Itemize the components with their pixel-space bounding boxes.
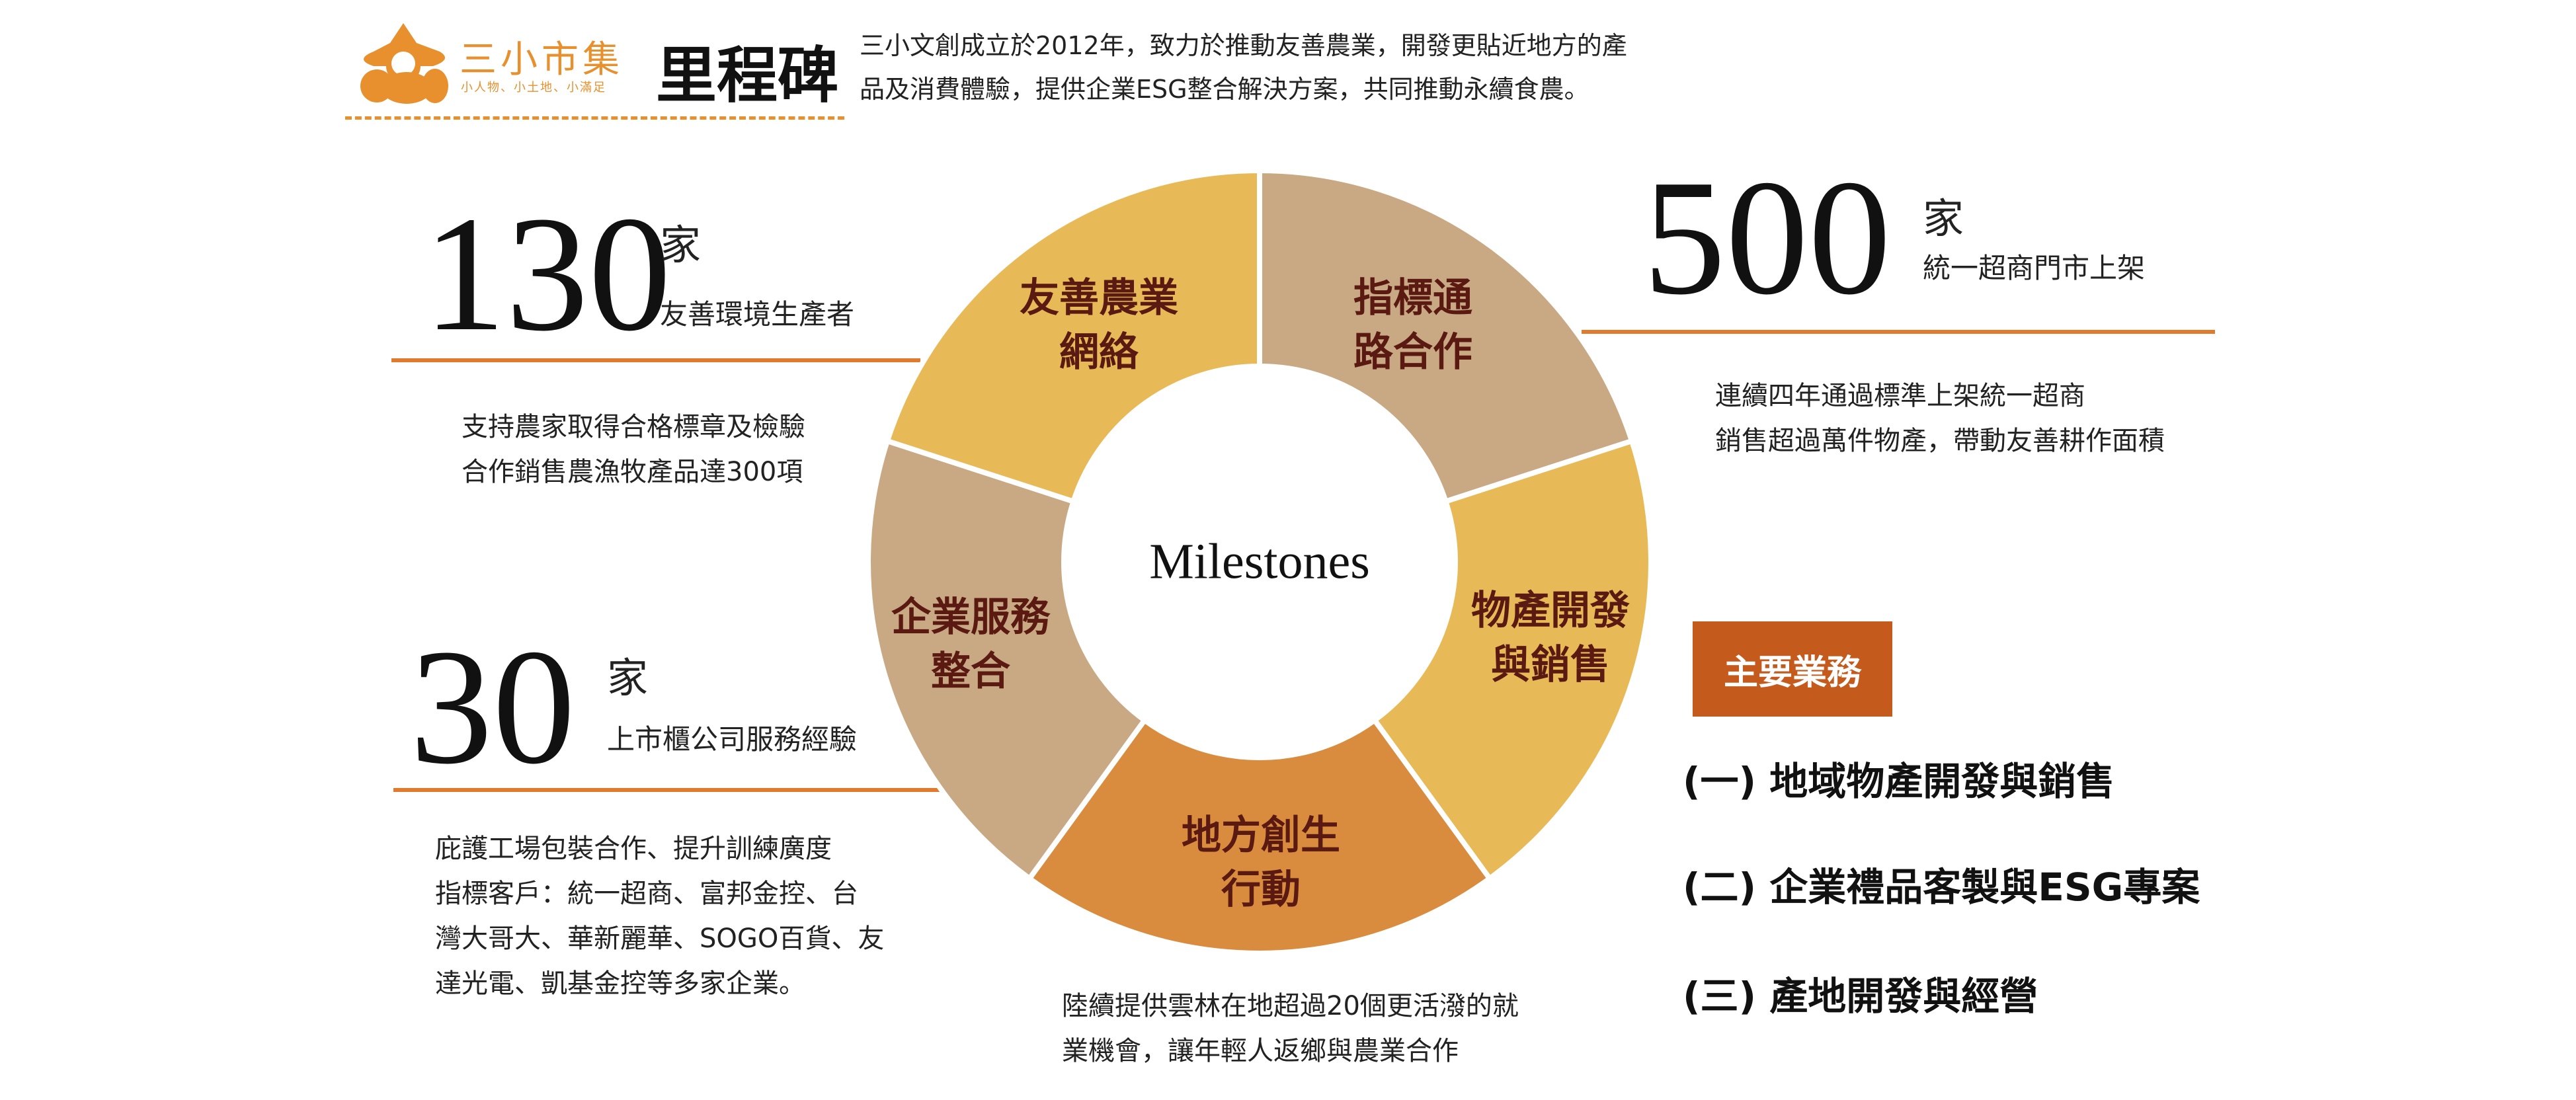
stat-divider	[1582, 330, 2215, 334]
donut-segment	[883, 167, 1262, 505]
brand-name: 三小市集	[460, 38, 624, 81]
stat-detail: 支持農家取得合格標章及檢驗 合作銷售農漁牧產品達300項	[462, 412, 805, 487]
donut-segment	[1371, 438, 1654, 883]
business-item: (二) 企業禮品客製與ESG專案	[1683, 865, 2200, 910]
segment-label: 物產開發 與銷售	[1471, 588, 1630, 688]
business-item: (一) 地域物產開發與銷售	[1683, 759, 2115, 804]
stat-number: 30	[410, 615, 575, 799]
segment-label: 指標通 路合作	[1353, 275, 1472, 375]
stat-divider	[391, 358, 920, 362]
stat-detail: 連續四年通過標準上架統一超商 銷售超過萬件物產，帶動友善耕作面積	[1715, 381, 2165, 456]
page-title: 里程碑	[656, 40, 839, 111]
stat-number: 500	[1643, 146, 1891, 329]
stat-caption: 友善環境生產者	[660, 298, 855, 331]
stat-unit: 家	[1923, 194, 1964, 243]
business-badge: 主要業務	[1693, 621, 1892, 717]
segment-label: 地方創生 行動	[1182, 812, 1340, 913]
header-dotted-divider	[345, 116, 844, 120]
segment-label: 企業服務 整合	[891, 594, 1050, 695]
donut-bottom-detail: 陸續提供雲林在地超過20個更活潑的就 業機會，讓年輕人返鄉與農業合作	[1062, 991, 1519, 1066]
brand-tagline: 小人物、小土地、小滿足	[461, 81, 606, 95]
stat-unit: 家	[660, 221, 702, 269]
stat-divider	[393, 788, 950, 792]
donut-segment	[1026, 716, 1494, 956]
donut-segment	[1257, 167, 1636, 505]
donut-center-label: Milestones	[1149, 533, 1370, 590]
stat-caption: 統一超商門市上架	[1923, 252, 2146, 284]
stat-detail: 庇護工場包裝合作、提升訓練廣度 指標客戶：統一超商、富邦金控、台 灣大哥大、華新…	[435, 834, 885, 999]
stat-number: 130	[423, 182, 671, 366]
segment-label: 友善農業 網絡	[1020, 275, 1178, 375]
brand-logo-icon	[360, 23, 448, 104]
donut-segment	[865, 438, 1148, 883]
header-description: 三小文創成立於2012年，致力於推動友善農業，開發更貼近地方的產 品及消費體驗，…	[860, 31, 1627, 104]
stat-caption: 上市櫃公司服務經驗	[607, 723, 858, 756]
stat-unit: 家	[607, 654, 649, 702]
business-item: (三) 產地開發與經營	[1683, 974, 2038, 1019]
